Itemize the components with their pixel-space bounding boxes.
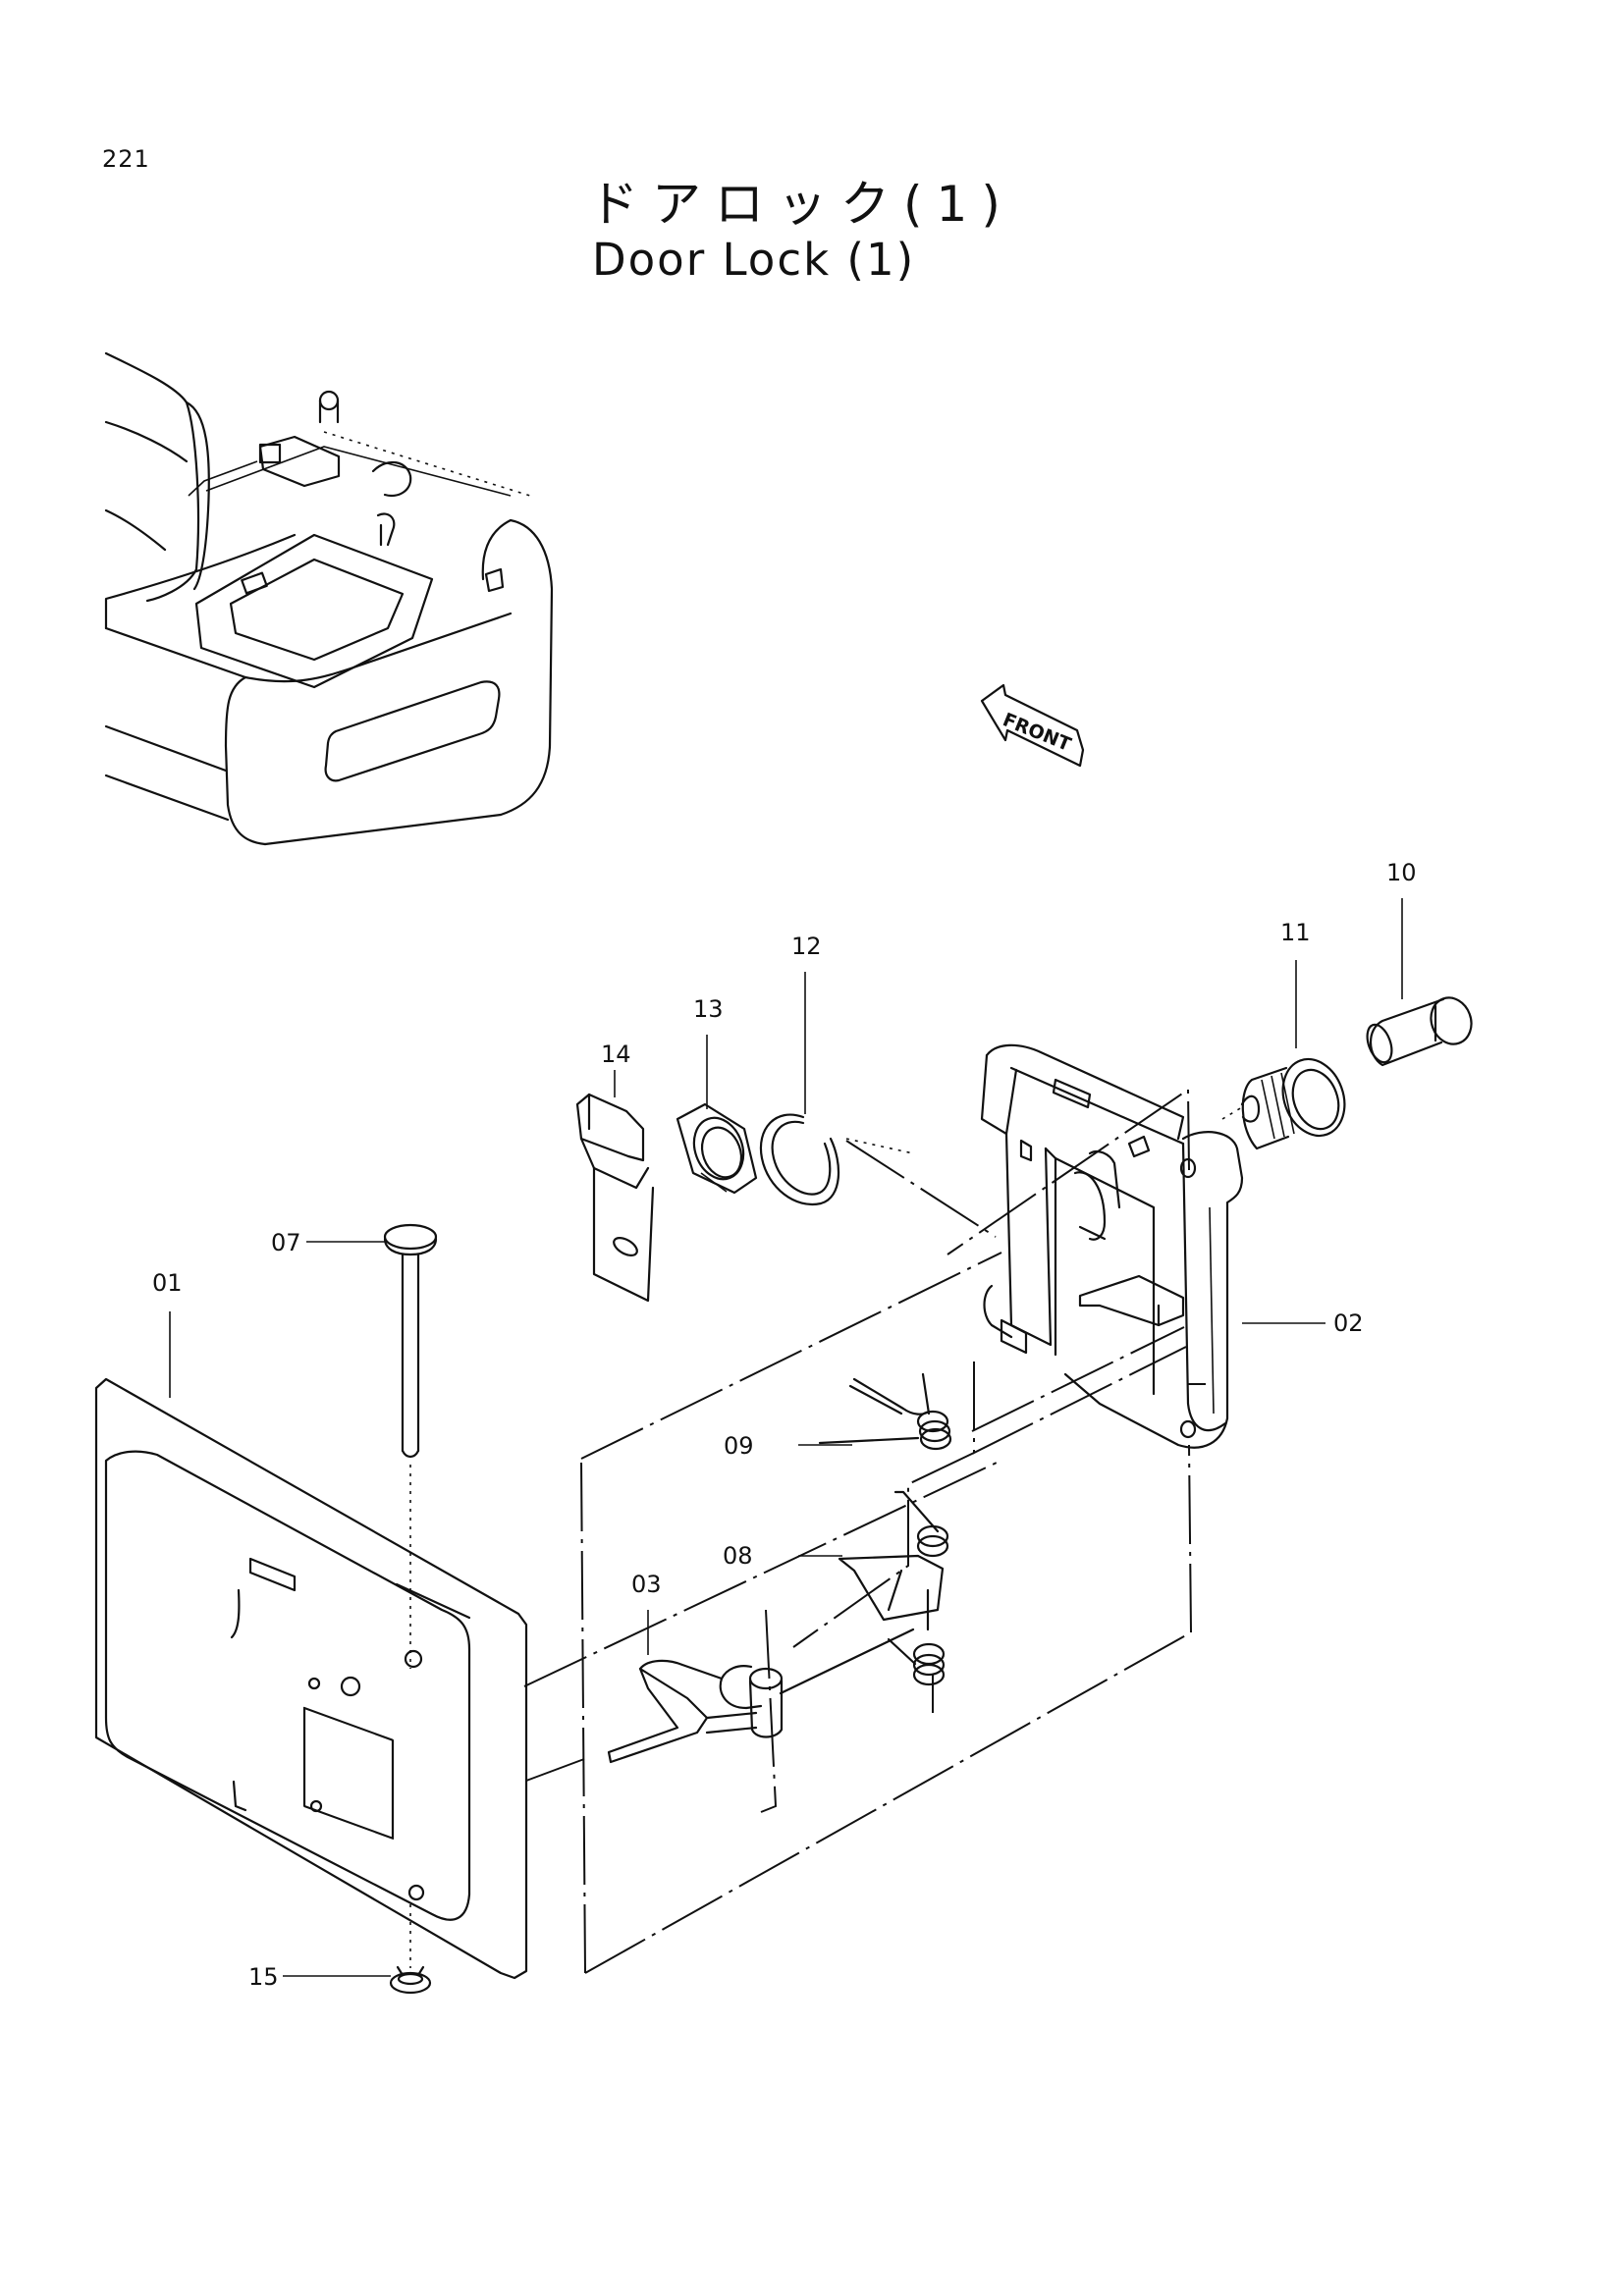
- part-12-snap-ring: [759, 1113, 914, 1206]
- callout-01: 01: [152, 1269, 183, 1297]
- part-09-spring: [818, 1372, 952, 1451]
- leader-lines: [169, 898, 1403, 1977]
- callout-11: 11: [1280, 919, 1311, 946]
- page-number: 221: [102, 145, 150, 173]
- callout-14: 14: [601, 1041, 631, 1068]
- callout-12: 12: [791, 933, 822, 960]
- part-07-pin: [383, 1223, 438, 1669]
- part-14-cover: [575, 1093, 655, 1303]
- callout-09: 09: [724, 1432, 754, 1460]
- callout-labels: 01 02 03 07 08 09 10 11 12 13 14 15: [152, 859, 1417, 1991]
- callout-07: 07: [271, 1229, 301, 1256]
- part-11-cylinder: [1221, 1057, 1346, 1150]
- part-10-cap: [1366, 996, 1473, 1067]
- title-english: Door Lock (1): [592, 234, 916, 286]
- part-08-spring-assembly: [838, 1490, 949, 1686]
- callout-13: 13: [693, 995, 724, 1023]
- callout-03: 03: [631, 1571, 662, 1598]
- front-direction-arrow: FRONT: [980, 683, 1085, 768]
- part-03-latch: [607, 1628, 915, 1764]
- callout-02: 02: [1333, 1309, 1364, 1337]
- assembly-guide-lines: [523, 1088, 1206, 1974]
- callout-10: 10: [1386, 859, 1417, 886]
- part-02-lock-body: [980, 1043, 1244, 1449]
- machine-housing-illustration: [104, 351, 554, 846]
- part-01-door-plate: [94, 1377, 528, 1980]
- callout-08: 08: [723, 1542, 753, 1570]
- part-15-e-ring: [389, 1904, 432, 1995]
- callout-15: 15: [248, 1963, 279, 1991]
- part-13-nut: [676, 1102, 758, 1195]
- front-label: FRONT: [1000, 709, 1074, 756]
- title-japanese: ドアロック(1): [589, 176, 1014, 233]
